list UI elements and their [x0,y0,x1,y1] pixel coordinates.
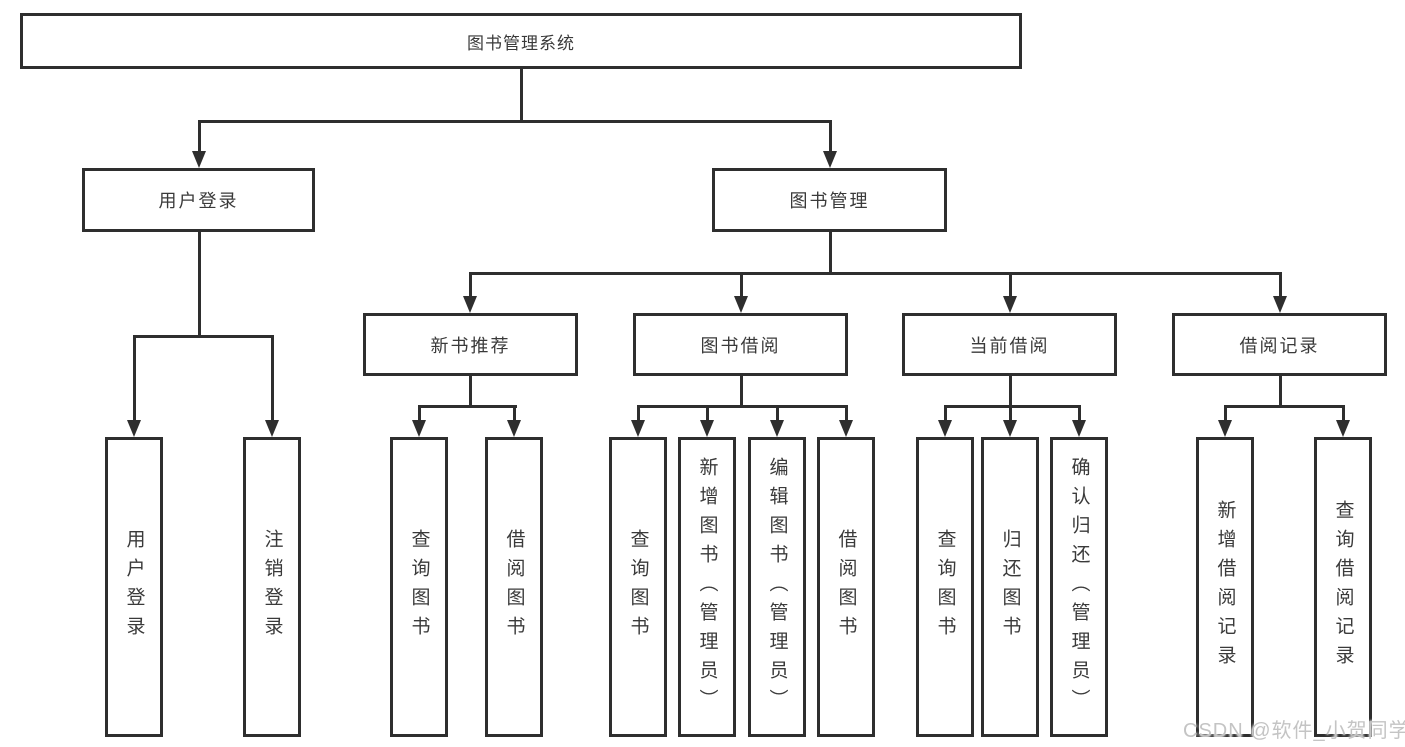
connector-line [270,335,274,421]
connector-line [468,376,472,405]
connector-line [1077,405,1081,421]
node-new-book-recommendation-label: 新书推荐 [430,335,511,356]
node-book-management: 图书管理 [712,168,947,232]
connector-line [1341,405,1345,421]
connector-line [132,335,274,338]
leaf-add-borrow-record-label: 新增借阅记录 [1214,500,1236,674]
arrowhead [770,420,784,437]
node-borrowing-records: 借阅记录 [1172,313,1387,376]
leaf-query-books-recommend-label: 查询图书 [408,529,430,645]
leaf-logout: 注销登录 [243,437,301,737]
arrowhead [1273,296,1287,313]
connector-line [468,272,472,298]
arrowhead [127,420,141,437]
arrowhead [1003,420,1017,437]
connector-line [197,120,201,152]
leaf-return-books: 归还图书 [981,437,1039,737]
node-root: 图书管理系统 [20,13,1022,69]
connector-line [705,405,709,421]
connector-line [828,232,832,272]
node-book-borrowing: 图书借阅 [633,313,848,376]
connector-line [1008,272,1012,298]
connector-line [828,120,832,152]
leaf-confirm-return-admin-label: 确认归还（管理员） [1068,456,1090,718]
leaf-edit-books-admin-label: 编辑图书（管理员） [766,456,788,718]
leaf-logout-label: 注销登录 [261,529,283,645]
leaf-borrow-books-label: 借阅图书 [835,529,857,645]
leaf-user-login: 用户登录 [105,437,163,737]
connector-line [512,405,516,421]
connector-line [197,120,832,123]
leaf-query-books-current: 查询图书 [916,437,974,737]
leaf-query-borrow-record: 查询借阅记录 [1314,437,1372,737]
leaf-add-books-admin: 新增图书（管理员） [678,437,736,737]
connector-line [1008,405,1012,421]
connector-line [943,405,947,421]
leaf-query-books-borrowing-label: 查询图书 [627,529,649,645]
arrowhead [938,420,952,437]
node-book-borrowing-label: 图书借阅 [700,335,781,356]
node-root-label: 图书管理系统 [467,33,575,53]
connector-line [844,405,848,421]
arrowhead [1336,420,1350,437]
connector-line [1008,376,1012,405]
connector-line [519,69,523,120]
leaf-query-borrow-record-label: 查询借阅记录 [1332,500,1354,674]
connector-line [132,335,136,421]
arrowhead [412,420,426,437]
connector-line [1223,405,1227,421]
leaf-return-books-label: 归还图书 [999,529,1021,645]
arrowhead [192,151,206,168]
node-book-management-label: 图书管理 [789,191,870,211]
arrowhead [823,151,837,168]
node-user-login-label: 用户登录 [158,191,239,211]
arrowhead [839,420,853,437]
arrowhead [631,420,645,437]
connector-line [417,405,517,408]
connector-line [775,405,779,421]
leaf-user-login-label: 用户登录 [123,529,145,645]
watermark: CSDN @软件_小贺同学 [1183,720,1405,742]
leaf-add-books-admin-label: 新增图书（管理员） [696,456,718,718]
leaf-confirm-return-admin: 确认归还（管理员） [1050,437,1108,737]
arrowhead [1003,296,1017,313]
leaf-add-borrow-record: 新增借阅记录 [1196,437,1254,737]
node-current-borrowing-label: 当前借阅 [969,335,1050,356]
arrowhead [1218,420,1232,437]
connector-line [636,405,640,421]
arrowhead [507,420,521,437]
arrowhead [734,296,748,313]
node-user-login: 用户登录 [82,168,315,232]
connector-line [1223,405,1345,408]
leaf-borrow-books: 借阅图书 [817,437,875,737]
connector-line [468,272,1282,275]
leaf-query-books-borrowing: 查询图书 [609,437,667,737]
leaf-query-books-recommend: 查询图书 [390,437,448,737]
arrowhead [265,420,279,437]
leaf-query-books-current-label: 查询图书 [934,529,956,645]
connector-line [417,405,421,421]
arrowhead [700,420,714,437]
connector-line [943,405,1081,408]
connector-line [739,376,743,405]
node-new-book-recommendation: 新书推荐 [363,313,578,376]
connector-line [197,232,201,335]
leaf-borrow-books-recommend: 借阅图书 [485,437,543,737]
leaf-edit-books-admin: 编辑图书（管理员） [748,437,806,737]
node-borrowing-records-label: 借阅记录 [1239,335,1320,356]
connector-line [1278,272,1282,298]
arrowhead [1072,420,1086,437]
connector-line [636,405,848,408]
connector-line [739,272,743,298]
leaf-borrow-books-recommend-label: 借阅图书 [503,529,525,645]
node-current-borrowing: 当前借阅 [902,313,1117,376]
arrowhead [463,296,477,313]
connector-line [1278,376,1282,405]
